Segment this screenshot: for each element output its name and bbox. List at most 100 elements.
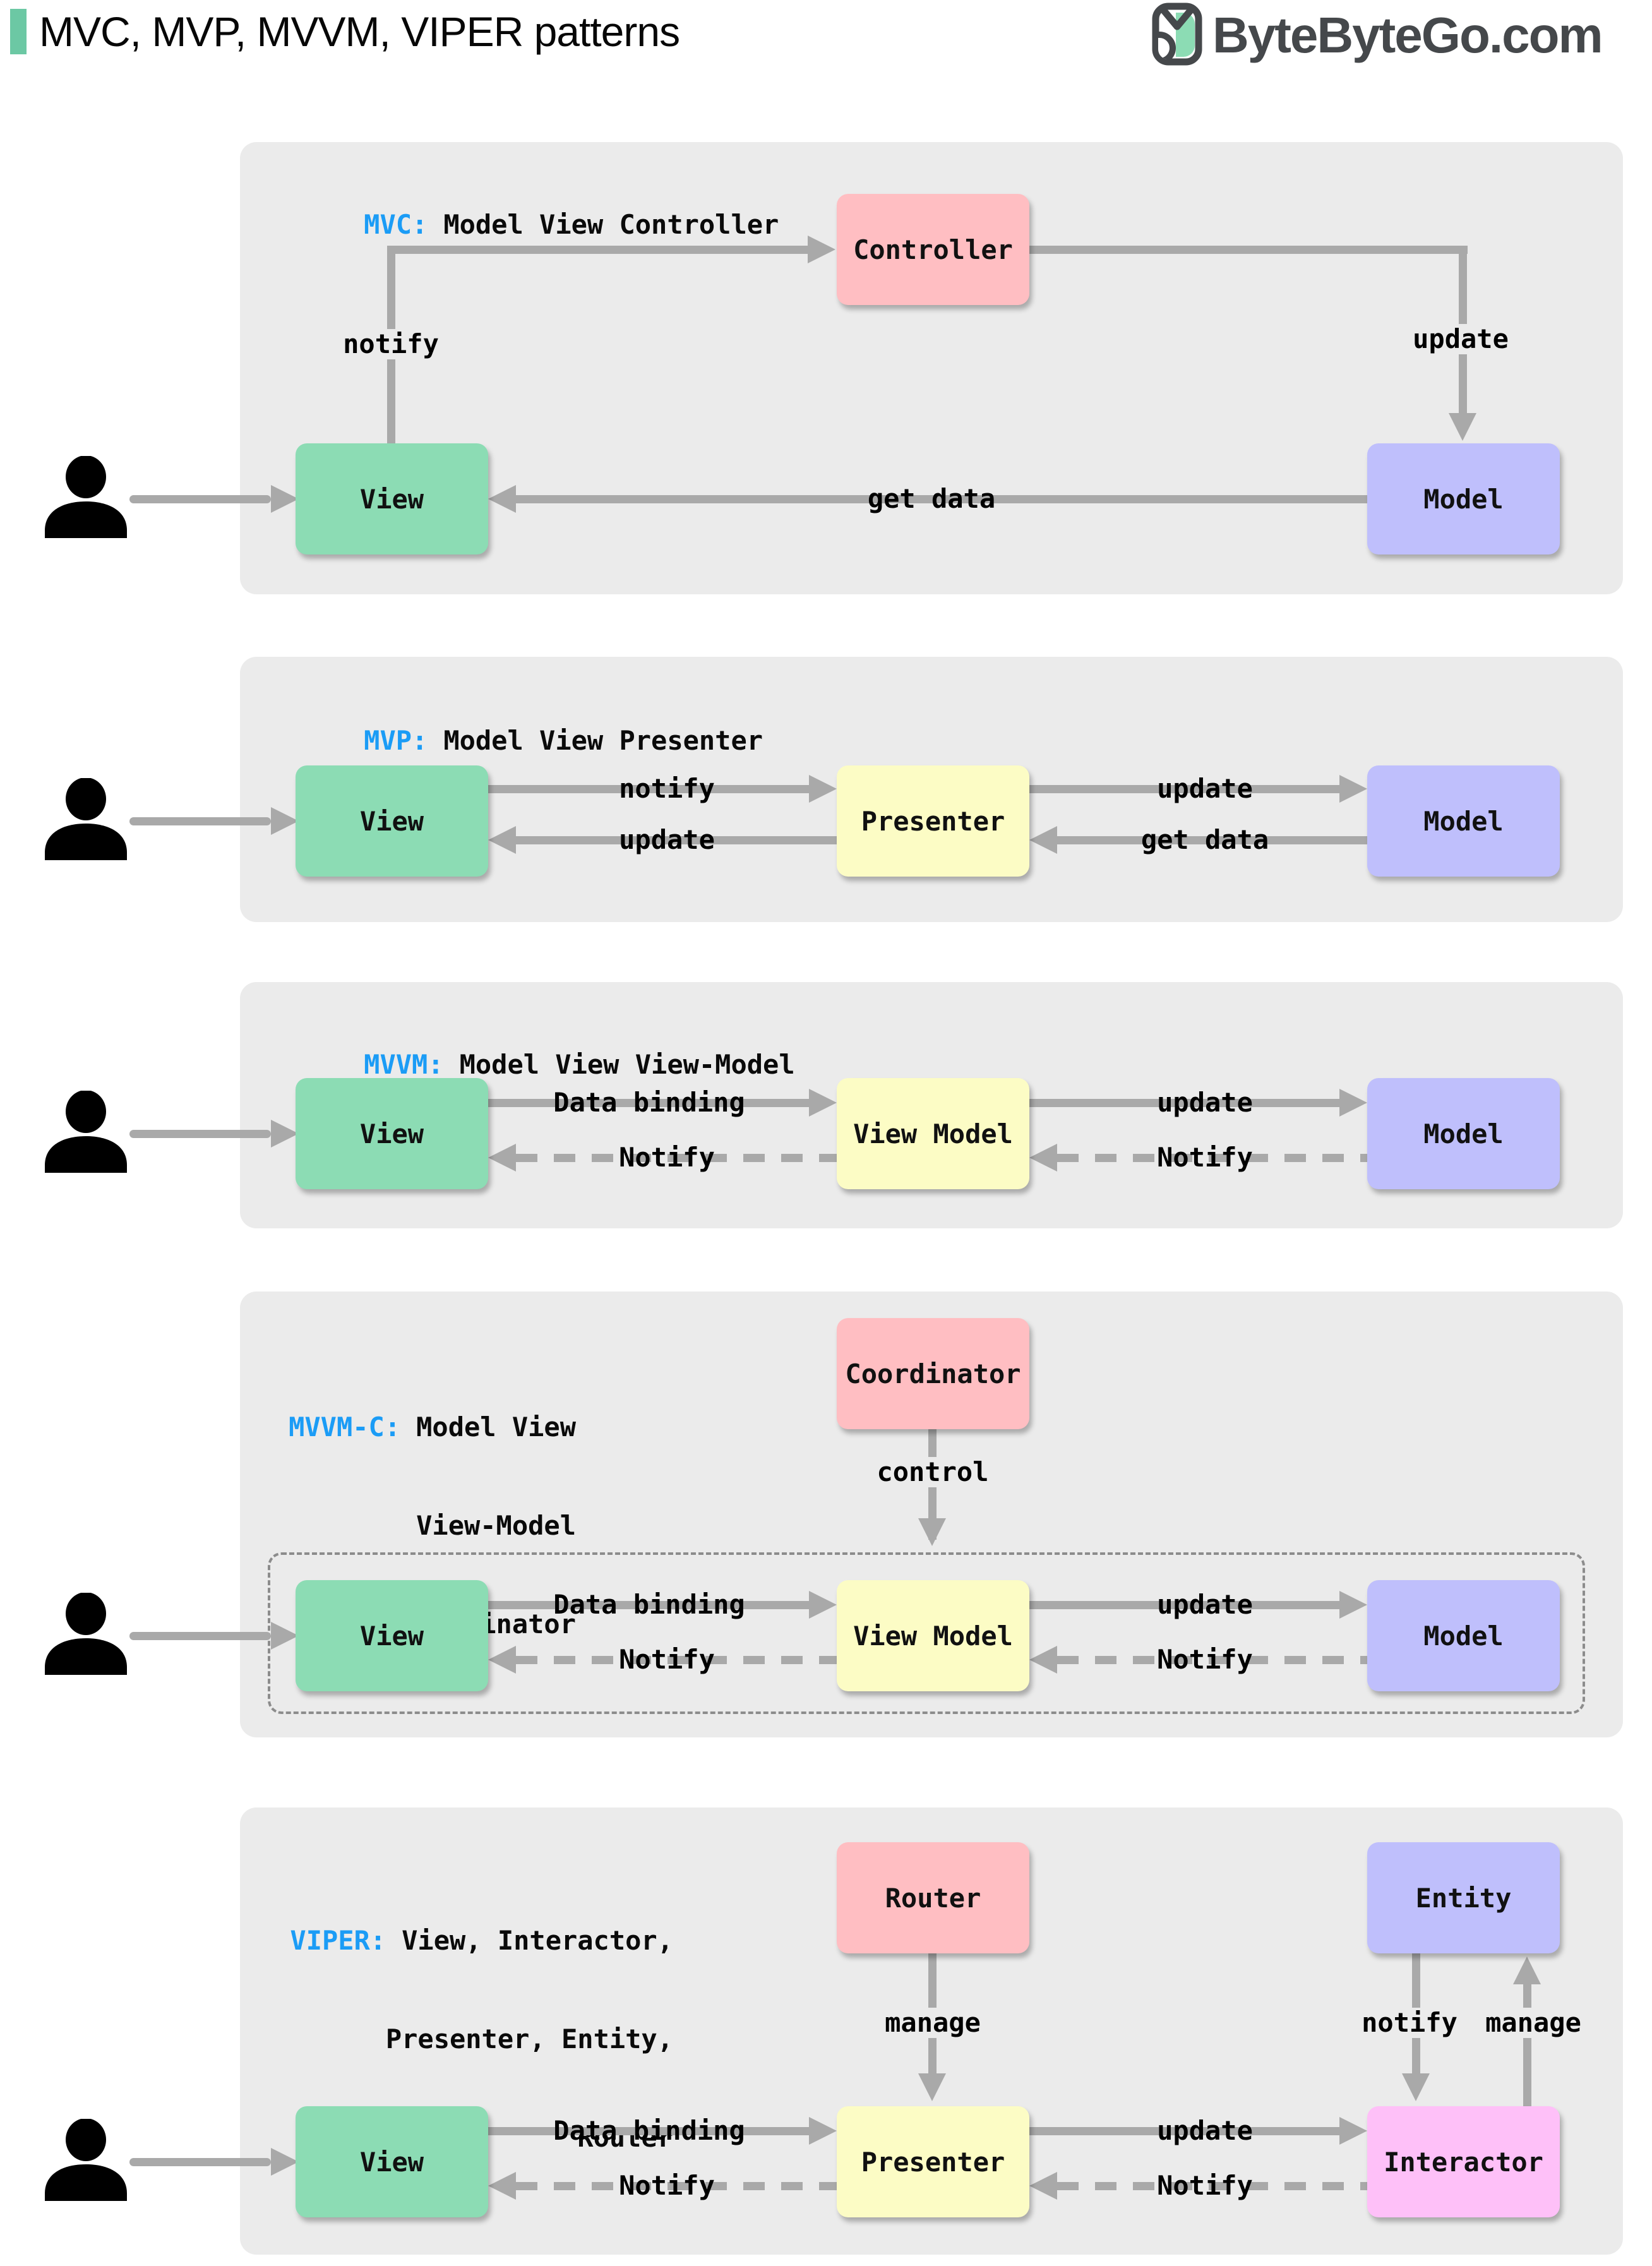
mvvmc-control-label: control: [832, 1457, 1034, 1487]
mvvm-model-box: Model: [1367, 1078, 1560, 1189]
mvvmc-notify-vm-arrow: [1057, 1656, 1367, 1664]
mvvm-databinding-arrow: [488, 1099, 809, 1107]
mvvmc-notify-view-arrowhead: [488, 1646, 516, 1674]
viper-manage-router-arrowhead: [918, 2073, 946, 2101]
mvp-update-model-arrow: [1029, 785, 1339, 793]
mvvm-update-arrow: [1029, 1099, 1339, 1107]
mvvmc-title-line2: View-Model: [416, 1510, 576, 1541]
viper-databinding-arrow: [488, 2127, 809, 2135]
viper-router-box: Router: [837, 1842, 1029, 1953]
viper-panel-title: VIPER:View, Interactor, Presenter, Entit…: [285, 1859, 673, 2220]
mvp-notify-label: notify: [619, 773, 715, 804]
mvp-user-arrow: [129, 817, 271, 825]
title-accent-bar: [10, 9, 27, 54]
viper-update-arrowhead: [1339, 2117, 1367, 2145]
bytebytego-logo-icon: [1151, 3, 1204, 68]
viper-update-arrow: [1029, 2127, 1339, 2135]
mvvm-update-label: update: [1157, 1087, 1253, 1118]
mvvmc-control-arrowhead: [918, 1518, 946, 1546]
mvp-update-model-arrowhead: [1339, 775, 1367, 803]
mvp-update-view-arrow: [516, 836, 837, 844]
mvvmc-update-arrowhead: [1339, 1591, 1367, 1619]
viper-abbr: VIPER:: [290, 1925, 386, 1956]
viper-interactor-box: Interactor: [1367, 2106, 1560, 2217]
mvvmc-user-arrow: [129, 1632, 271, 1640]
mvc-model-box: Model: [1367, 443, 1560, 555]
viper-databinding-arrowhead: [809, 2117, 837, 2145]
mvvmc-abbr: MVVM-C:: [289, 1412, 401, 1442]
viper-user-arrowhead: [271, 2148, 299, 2176]
user-silhouette-icon: [44, 1592, 128, 1676]
viper-title-line1: VIPER:View, Interactor,: [290, 1925, 673, 1956]
mvp-user-arrowhead: [271, 807, 299, 835]
mvvmc-databinding-arrow: [488, 1601, 809, 1609]
mvp-update-view-arrowhead: [488, 826, 516, 854]
viper-view-box: View: [296, 2106, 488, 2217]
mvvmc-notify-view-label: Notify: [619, 1644, 715, 1675]
viper-manage-entity-arrow: [1523, 1984, 1531, 2106]
mvp-view-box: View: [296, 765, 488, 877]
viper-manage-entity-label: manage: [1480, 2008, 1587, 2038]
mvvm-databinding-arrowhead: [809, 1089, 837, 1117]
viper-presenter-box: Presenter: [837, 2106, 1029, 2217]
viper-entity-box: Entity: [1367, 1842, 1560, 1953]
mvvmc-view-box: View: [296, 1580, 488, 1691]
viper-notify-view-arrowhead: [488, 2172, 516, 2200]
brand-logo: ByteByteGo.com: [1151, 3, 1603, 68]
user-silhouette-icon: [44, 1090, 128, 1174]
mvc-user-arrowhead: [271, 485, 299, 513]
mvc-view-box: View: [296, 443, 488, 555]
mvc-panel-title: MVC:Model View Controller: [364, 209, 779, 240]
viper-notify-presenter-arrow: [1057, 2182, 1367, 2190]
mvvm-user-arrowhead: [271, 1120, 299, 1148]
mvvm-abbr: MVVM:: [364, 1049, 444, 1080]
mvc-controller-box: Controller: [837, 194, 1029, 305]
viper-notify-view-arrow: [516, 2182, 837, 2190]
mvp-panel-title: MVP:Model View Presenter: [364, 725, 763, 756]
mvvmc-databinding-label: Data binding: [553, 1589, 745, 1620]
viper-notify-entity-label: notify: [1356, 2008, 1463, 2038]
mvp-abbr: MVP:: [364, 725, 428, 756]
mvc-getdata-arrow: [516, 495, 1367, 503]
mvvmc-model-box: Model: [1367, 1580, 1560, 1691]
viper-user-arrow: [129, 2158, 271, 2166]
mvvm-notify-view-arrow: [516, 1154, 837, 1162]
mvvm-notify-vm-label: Notify: [1157, 1142, 1253, 1173]
mvp-model-box: Model: [1367, 765, 1560, 877]
mvc-getdata-label: get data: [867, 483, 996, 514]
mvc-getdata-arrowhead: [488, 485, 516, 513]
mvvm-update-arrowhead: [1339, 1089, 1367, 1117]
user-silhouette-icon: [44, 777, 128, 861]
user-silhouette-icon: [44, 455, 128, 539]
mvp-notify-arrowhead: [809, 775, 837, 803]
mvvmc-viewmodel-box: View Model: [837, 1580, 1029, 1691]
mvvm-notify-view-arrowhead: [488, 1144, 516, 1172]
mvp-update-view-label: update: [619, 824, 715, 855]
mvvmc-update-arrow: [1029, 1601, 1339, 1609]
mvvmc-notify-vm-arrowhead: [1029, 1646, 1057, 1674]
mvvm-databinding-label: Data binding: [553, 1087, 745, 1118]
mvc-abbr: MVC:: [364, 209, 428, 240]
mvvm-notify-vm-arrowhead: [1029, 1144, 1057, 1172]
viper-notify-presenter-label: Notify: [1157, 2170, 1253, 2201]
mvp-presenter-box: Presenter: [837, 765, 1029, 877]
mvvmc-coordinator-box: Coordinator: [837, 1318, 1029, 1429]
viper-manage-entity-arrowhead: [1513, 1957, 1541, 1984]
mvvm-notify-vm-arrow: [1057, 1154, 1367, 1162]
viper-update-label: update: [1157, 2115, 1253, 2146]
mvp-getdata-arrow: [1057, 836, 1367, 844]
viper-databinding-label: Data binding: [553, 2115, 745, 2146]
viper-notify-view-label: Notify: [619, 2170, 715, 2201]
brand-name: ByteByteGo.com: [1212, 7, 1603, 63]
mvc-update-label: update: [1382, 324, 1540, 354]
mvvmc-notify-vm-label: Notify: [1157, 1644, 1253, 1675]
mvp-getdata-arrowhead: [1029, 826, 1057, 854]
viper-notify-entity-arrowhead: [1402, 2073, 1430, 2101]
mvc-user-arrow: [129, 495, 271, 503]
mvvm-panel-title: MVVM:Model View View-Model: [364, 1049, 795, 1080]
viper-title-line2: Presenter, Entity,: [385, 2023, 673, 2054]
mvvm-viewmodel-box: View Model: [837, 1078, 1029, 1189]
viper-notify-presenter-arrowhead: [1029, 2172, 1057, 2200]
mvc-update-arrowhead: [1449, 413, 1476, 441]
